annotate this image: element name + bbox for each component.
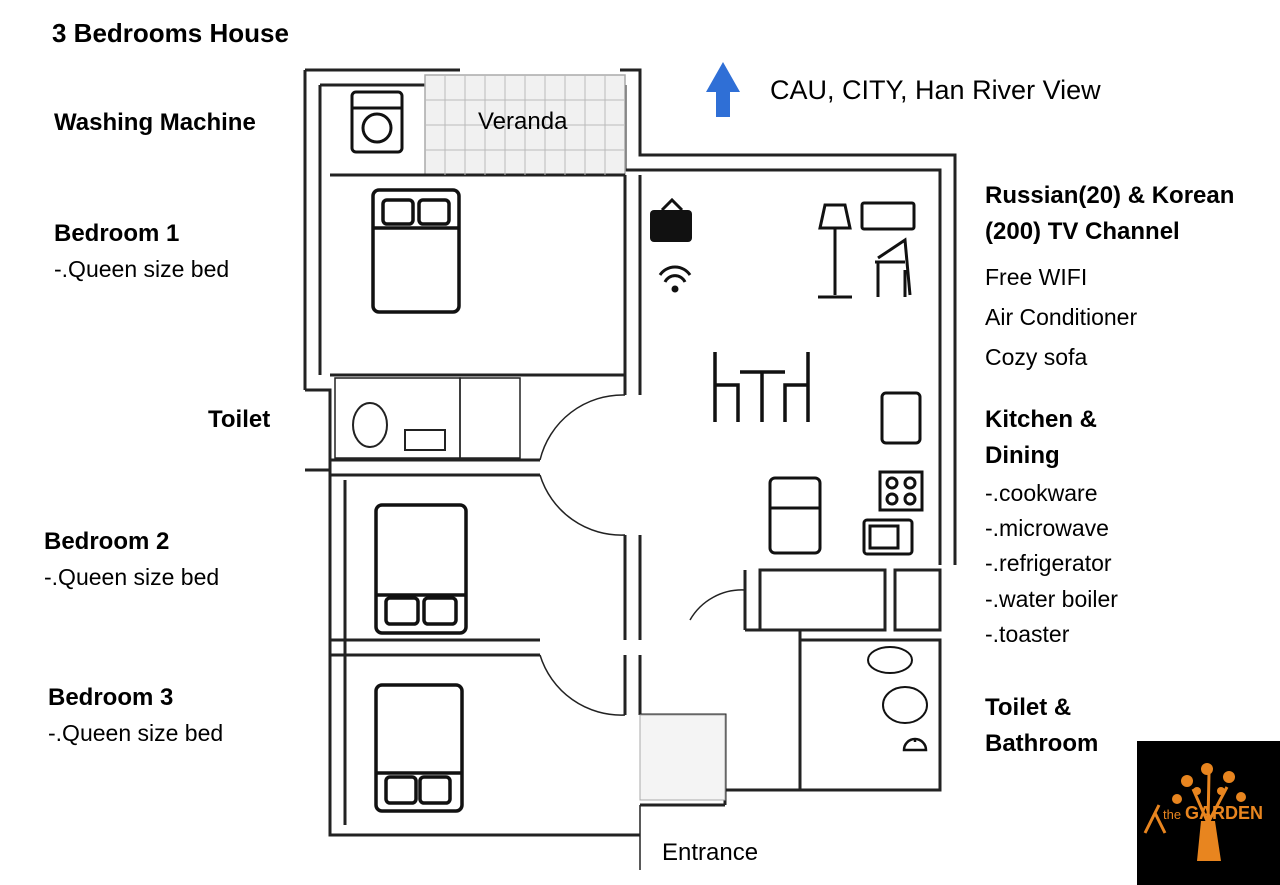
tree-logo-icon: [1143, 763, 1246, 861]
feature-item: Cozy sofa: [985, 344, 1088, 370]
entrance-floor: [639, 714, 726, 801]
bedroom3-detail: -.Queen size bed: [48, 720, 224, 746]
bedroom2-label: Bedroom 2: [44, 528, 170, 555]
outer-wall: [303, 68, 957, 565]
bed-icon: [374, 503, 468, 635]
kitchen-item: -.cookware: [985, 480, 1098, 506]
feature-item: Free WIFI: [985, 264, 1088, 290]
refrigerator-icon: [768, 476, 822, 555]
kitchen-title-line2: Dining: [985, 442, 1060, 469]
tv-channel-line2: (200) TV Channel: [985, 218, 1180, 245]
door-arc: [539, 654, 626, 716]
door-arc: [539, 474, 626, 536]
toilet-label: Toilet: [208, 406, 271, 433]
sink-icon: [880, 391, 922, 445]
bathroom-label-line1: Toilet &: [985, 694, 1072, 721]
sink-icon: [882, 686, 928, 724]
tv-icon: [650, 197, 692, 242]
toilet-icon: [352, 402, 388, 448]
wifi-icon: [658, 265, 692, 293]
page-title: 3 Bedrooms House: [52, 18, 289, 48]
door-arc: [539, 394, 626, 461]
toilet-icon: [867, 646, 913, 674]
kitchen-item: -.toaster: [985, 621, 1070, 647]
logo-text-the: the: [1163, 807, 1182, 822]
tv-channel-line1: Russian(20) & Korean: [985, 182, 1235, 209]
door-arc: [689, 589, 746, 621]
veranda-label: Veranda: [478, 108, 568, 135]
outer-wall-inner: [318, 83, 942, 565]
microwave-icon: [862, 518, 914, 556]
bed-icon: [371, 188, 461, 314]
bedroom2-detail: -.Queen size bed: [44, 564, 220, 590]
kitchen-item: -.microwave: [985, 515, 1109, 541]
bedroom3-label: Bedroom 3: [48, 684, 174, 711]
bedroom1-label: Bedroom 1: [54, 220, 180, 247]
north-arrow-icon: [706, 62, 740, 117]
air-conditioner-icon: [860, 201, 916, 231]
floor-lamp-icon: [818, 203, 852, 299]
bed-icon: [374, 683, 464, 813]
washing-machine-icon: [350, 90, 404, 154]
the-garden-logo: the GARDEN: [1137, 741, 1280, 885]
shower-icon: [902, 737, 928, 752]
washing-machine-label: Washing Machine: [54, 109, 256, 136]
kitchen-item: -.water boiler: [985, 586, 1118, 612]
logo-text-garden: GARDEN: [1185, 803, 1264, 823]
kitchen-item: -.refrigerator: [985, 550, 1112, 576]
orientation-label: CAU, CITY, Han River View: [770, 75, 1101, 105]
chair-icon: [875, 237, 912, 297]
feature-item: Air Conditioner: [985, 304, 1138, 330]
bathroom-label-line2: Bathroom: [985, 730, 1099, 757]
dining-table-icon: [713, 352, 810, 422]
bedroom1-detail: -.Queen size bed: [54, 256, 230, 282]
stove-icon: [878, 470, 924, 512]
entrance-label: Entrance: [662, 839, 759, 866]
kitchen-title-line1: Kitchen &: [985, 406, 1098, 433]
sink-icon: [404, 429, 446, 451]
